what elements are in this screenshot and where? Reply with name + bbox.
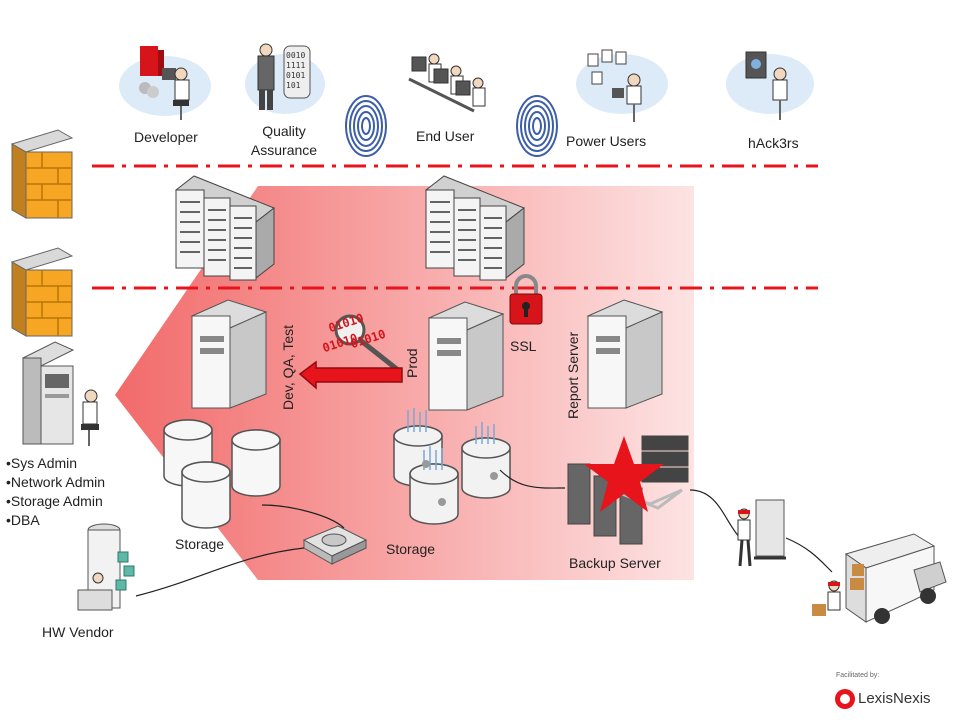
storage-left-icon <box>163 419 281 529</box>
admin-role-item: Network Admin <box>6 473 105 492</box>
quality-assurance-icon: 0010 1111 0101 101 <box>245 43 325 114</box>
svg-text:1111: 1111 <box>286 61 305 70</box>
breach-star-icon <box>584 436 664 512</box>
end-user-icon <box>408 53 486 113</box>
admin-roles-list: Sys Admin Network Admin Storage Admin DB… <box>6 454 105 530</box>
end-user-label: End User <box>416 128 475 144</box>
power-users-label: Power Users <box>566 133 647 149</box>
lexisnexis-logo-icon <box>835 689 855 709</box>
admin-role-item: DBA <box>6 511 105 530</box>
report-server-icon <box>586 299 664 409</box>
binary-data-icon <box>334 314 400 372</box>
storage-right-icon <box>393 408 511 525</box>
facilitated-by-label: Facilitated by: <box>836 672 880 679</box>
hw-vendor-label: HW Vendor <box>42 624 114 640</box>
courier-icon <box>737 499 786 567</box>
hw-vendor-icon <box>77 523 135 611</box>
power-users-icon <box>576 49 668 122</box>
fingerprint-icon <box>516 95 558 157</box>
data-flow-arrow-icon <box>298 360 403 390</box>
quality-assurance-line2: Assurance <box>250 142 318 158</box>
ssl-label: SSL <box>510 338 537 354</box>
developer-label: Developer <box>134 129 198 145</box>
svg-text:0101: 0101 <box>286 71 305 80</box>
quality-assurance-line1: Quality <box>262 123 306 139</box>
hard-drive-icon <box>302 525 368 565</box>
fingerprint-icon <box>345 95 387 157</box>
admin-workstation-icon <box>21 341 99 446</box>
developer-icon <box>119 46 211 120</box>
prod-server-icon <box>427 301 505 411</box>
quality-assurance-label: Quality Assurance <box>246 122 322 160</box>
storage-right-label: Storage <box>386 541 436 557</box>
admin-role-item: Storage Admin <box>6 492 105 511</box>
company-brand: LexisNexis <box>858 690 931 707</box>
server-rack-icon <box>175 175 275 281</box>
storage-left-label: Storage <box>175 536 225 552</box>
ssl-lock-icon <box>509 274 543 325</box>
backup-server-label: Backup Server <box>569 555 661 571</box>
svg-text:101: 101 <box>286 81 301 90</box>
hacker-icon <box>726 51 814 120</box>
hackers-label: hAck3rs <box>748 135 799 151</box>
server-rack-icon <box>425 175 525 281</box>
firewall-icon <box>10 129 74 219</box>
firewall-icon <box>10 247 74 337</box>
svg-text:0010: 0010 <box>286 51 305 60</box>
admin-role-item: Sys Admin <box>6 454 105 473</box>
delivery-truck-icon <box>812 533 947 624</box>
dev-server-icon <box>190 299 268 409</box>
